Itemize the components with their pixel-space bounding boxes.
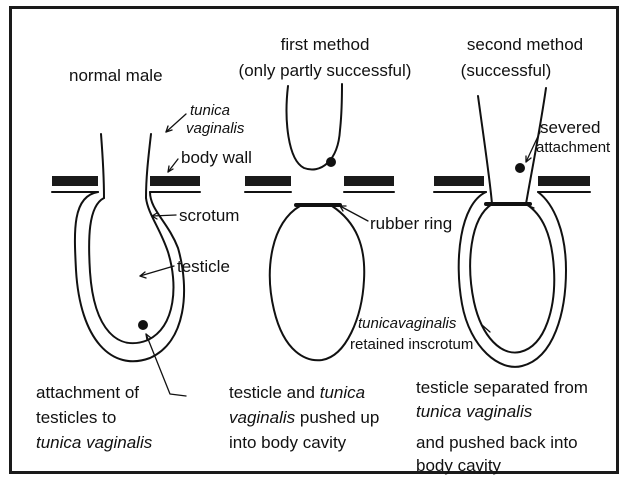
body-wall-left-3 — [434, 176, 484, 186]
tunica-label-line1: tunica — [190, 103, 230, 119]
body-wall-left-1 — [52, 176, 98, 186]
normal-caption-line1: attachment of — [36, 383, 139, 402]
attachment-dot-2 — [327, 158, 335, 166]
second-caption-line3: and pushed back into — [416, 433, 578, 452]
first-caption-line1: testicle and tunica — [229, 383, 365, 402]
normal-male-drawing — [52, 134, 200, 361]
second-caption-line2: tunica vaginalis — [416, 402, 532, 421]
retained-tunica — [470, 204, 554, 353]
body-wall-label: body wall — [181, 148, 252, 167]
raised-testicle — [287, 84, 342, 169]
first-caption-line1a: testicle and — [229, 383, 320, 402]
first-caption-line1b: tunica — [320, 383, 365, 402]
rubber-ring-label: rubber ring — [370, 214, 452, 233]
second-caption-line4: body cavity — [416, 456, 501, 475]
tunica-inner — [89, 198, 173, 343]
body-wall-left-2 — [245, 176, 291, 186]
body-wall-right-3 — [538, 176, 590, 186]
tunica-canal — [101, 134, 151, 198]
second-caption-line1: testicle separated from — [416, 378, 588, 397]
first-method-title: first method — [220, 35, 430, 54]
severed-label-line1: severed — [540, 118, 600, 137]
first-caption-line3: into body cavity — [229, 433, 346, 452]
first-caption-line2a: vaginalis — [229, 408, 295, 427]
body-wall-right-2 — [344, 176, 394, 186]
second-method-subtitle: (successful) — [440, 61, 572, 80]
retained-label-line2: retained inscrotum — [350, 337, 473, 353]
tunica-label-line2: vaginalis — [186, 121, 244, 137]
severed-attachment-dot — [516, 164, 524, 172]
severed-label-line2: attachment — [536, 140, 610, 156]
attachment-dot-1 — [139, 321, 147, 329]
body-wall-right-1 — [150, 176, 200, 186]
second-method-title: second method — [440, 35, 610, 54]
normal-caption-line3: tunica vaginalis — [36, 433, 152, 452]
canal-left-3 — [478, 96, 492, 204]
first-caption-line2b: pushed up — [295, 408, 379, 427]
scrotum-outline-3 — [459, 192, 566, 367]
scrotum-label: scrotum — [179, 206, 239, 225]
testicle-label: testicle — [177, 257, 230, 276]
retained-label-line1: tunicavaginalis — [358, 316, 456, 332]
normal-male-title: normal male — [69, 66, 163, 85]
first-method-subtitle: (only partly successful) — [214, 61, 436, 80]
normal-caption-line2: testicles to — [36, 408, 116, 427]
first-caption-line2: vaginalis pushed up — [229, 408, 379, 427]
